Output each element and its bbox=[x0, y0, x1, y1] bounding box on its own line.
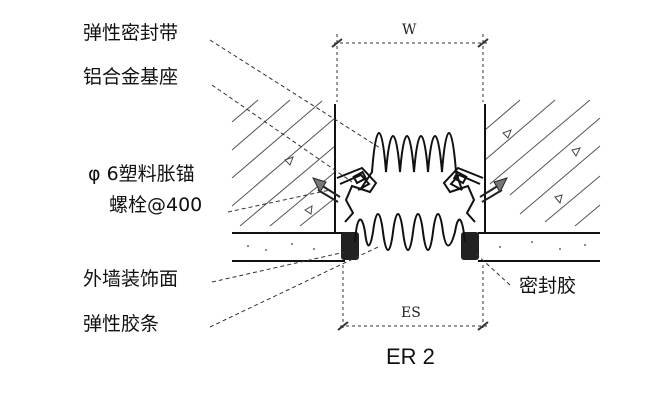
anchor-bolt-right bbox=[479, 177, 508, 203]
dimension-w bbox=[331, 34, 489, 102]
label-aluminum-base: 铝合金基座 bbox=[83, 66, 178, 88]
leader-lines bbox=[209, 39, 511, 328]
wall-outline bbox=[232, 104, 600, 234]
aluminum-base-right bbox=[442, 166, 484, 223]
right-wall-hatching bbox=[484, 99, 601, 227]
aluminum-base-left bbox=[336, 166, 378, 223]
label-anchor-bolt-line2: 螺栓@400 bbox=[109, 194, 202, 216]
concrete-aggregate-marks bbox=[284, 129, 581, 215]
label-elastic-strip: 弹性胶条 bbox=[83, 313, 159, 335]
label-elastic-sealing-band: 弹性密封带 bbox=[83, 22, 178, 44]
label-wall-finish: 外墙装饰面 bbox=[83, 268, 178, 290]
wall-finish-layer bbox=[232, 241, 600, 262]
left-wall-hatching bbox=[231, 99, 336, 227]
label-sealant: 密封胶 bbox=[519, 275, 576, 297]
model-designation: ER 2 bbox=[386, 344, 435, 369]
dimension-w-label: W bbox=[402, 22, 417, 38]
label-anchor-bolt-line1: φ 6塑料胀锚 bbox=[88, 163, 195, 185]
dimension-es bbox=[337, 265, 489, 331]
elastic-sealing-band bbox=[359, 132, 463, 191]
elastic-strip-bellows bbox=[354, 213, 466, 251]
anchor-bolt-left bbox=[312, 177, 341, 203]
dimension-es-label: ES bbox=[401, 305, 421, 321]
